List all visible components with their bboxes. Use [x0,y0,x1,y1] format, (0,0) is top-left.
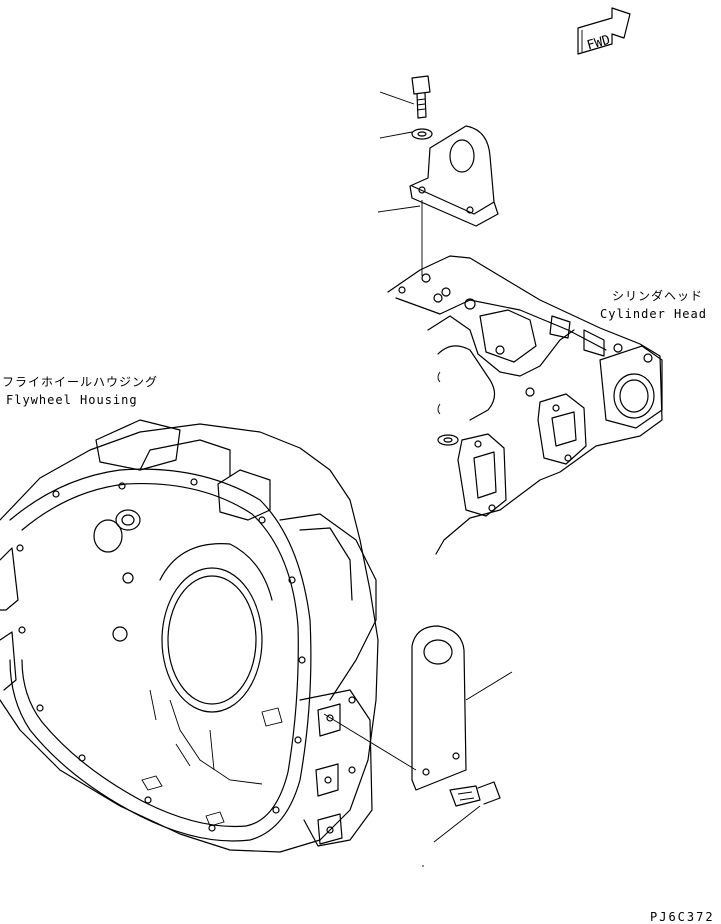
leader-lines-top [377,91,421,213]
flywheel-housing [0,419,379,853]
leader-lines-bottom [323,671,513,867]
cylinder-head-label-en: Cylinder Head [600,307,707,321]
flywheel-housing-label-en: Flywheel Housing [6,393,138,407]
fwd-label: FWD [585,33,612,54]
washer [411,128,433,140]
cylinder-head [387,255,663,555]
cylinder-head-label-jp: シリンダヘッド [612,288,703,303]
bolt-top [411,75,431,119]
fwd-arrow: FWD [577,7,631,55]
lifting-bracket-upper [409,125,499,227]
bolt-bottom [449,781,501,807]
drawing-code: PJ6C372 [650,910,715,924]
flywheel-housing-label-jp: フライホイールハウジング [2,375,158,389]
lifting-bracket-lower [411,625,467,791]
